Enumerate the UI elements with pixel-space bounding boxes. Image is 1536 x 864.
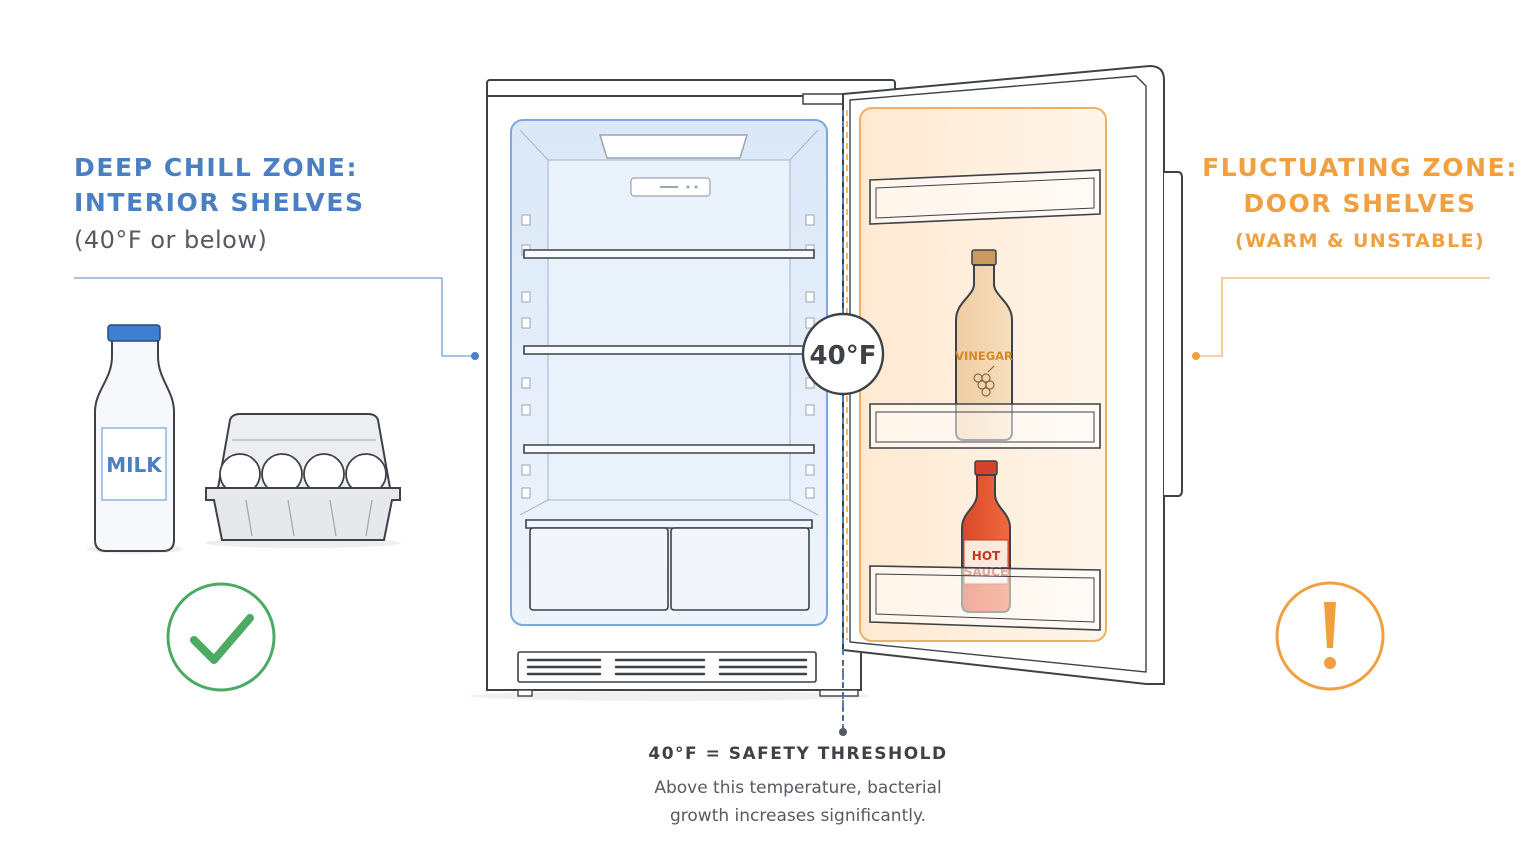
fluctuating-zone-title-line2: DOOR SHELVES [1243, 189, 1477, 218]
temperature-badge-label: 40°F [810, 341, 877, 371]
hot-sauce-label-line1: HOT [972, 549, 1001, 563]
fluctuating-zone-title: FLUCTUATING ZONE: DOOR SHELVES [1200, 150, 1520, 222]
exclamation-circle-icon [1275, 581, 1385, 691]
fridge-body [470, 79, 896, 701]
fluctuating-zone-subtitle: (WARM & UNSTABLE) [1234, 230, 1486, 252]
deep-chill-zone-title: DEEP CHILL ZONE: INTERIOR SHELVES [74, 150, 434, 220]
milk-label: MILK [106, 453, 163, 477]
deep-chill-zone-title-line1: DEEP CHILL ZONE: [74, 153, 359, 182]
right-connector-line [1192, 277, 1490, 360]
vinegar-bottle-icon: VINEGAR [955, 249, 1013, 441]
milk-bottle-icon: MILK [87, 324, 183, 554]
safety-threshold-line2: growth increases significantly. [669, 806, 926, 826]
deep-chill-zone-subtitle: (40°F or below) [74, 226, 268, 254]
interior-shelf [523, 249, 815, 454]
safety-threshold-description: Above this temperature, bacterial growth… [600, 774, 996, 830]
vinegar-label: VINEGAR [955, 349, 1013, 363]
egg-carton-icon [205, 413, 401, 548]
crisper-drawers [525, 519, 813, 611]
checkmark-circle-icon [166, 582, 276, 692]
safety-threshold-title: 40°F = SAFETY THRESHOLD [648, 744, 948, 764]
temperature-badge: 40°F [801, 312, 885, 396]
deep-chill-zone-title-line2: INTERIOR SHELVES [74, 188, 365, 217]
safety-threshold-line1: Above this temperature, bacterial [654, 778, 942, 798]
fluctuating-zone-title-line1: FLUCTUATING ZONE: [1202, 153, 1518, 182]
door-shelf [869, 169, 1101, 631]
left-connector-line [74, 277, 479, 360]
